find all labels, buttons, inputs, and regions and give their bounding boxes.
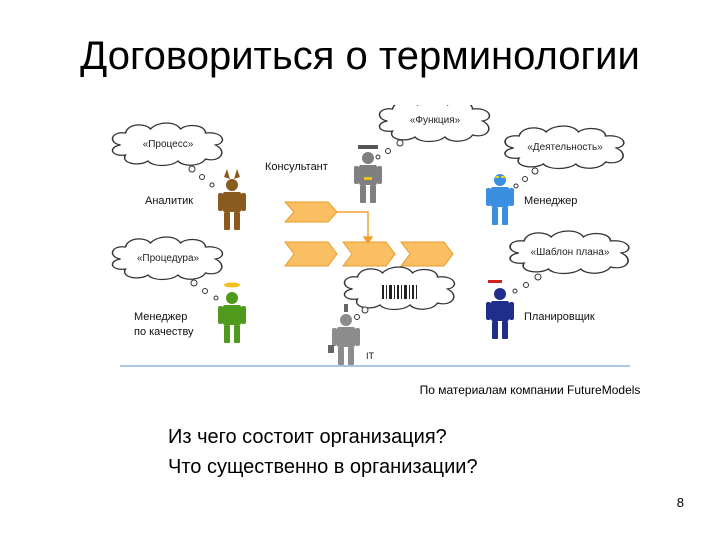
- role-quality-manager: Менеджер по качеству: [134, 311, 194, 339]
- slide-title: Договориться о терминологии: [80, 34, 640, 78]
- role-it: IT: [366, 351, 374, 361]
- person-analyst: [218, 169, 246, 230]
- diagram-graphics: [111, 105, 630, 367]
- chevron-1: [284, 241, 338, 267]
- cloud-function-label: «Функция»: [409, 115, 461, 126]
- person-it: [328, 304, 360, 365]
- page-number: 8: [676, 495, 684, 510]
- chevron-3: [400, 241, 454, 267]
- cloud-activity-label: «Деятельность»: [527, 142, 603, 153]
- chevron-connector: [337, 211, 374, 245]
- cloud-process: [111, 122, 224, 188]
- questions-block: Из чего состоит организация? Что существ…: [168, 422, 478, 482]
- chevron-top: [283, 201, 338, 223]
- cloud-barcode: [343, 266, 456, 320]
- role-manager: Менеджер: [524, 195, 578, 207]
- question-2: Что существенно в организации?: [168, 456, 478, 478]
- person-quality-manager: [218, 282, 246, 343]
- person-planner: [486, 280, 514, 339]
- person-manager: [486, 174, 514, 225]
- role-analyst: Аналитик: [145, 195, 194, 207]
- role-quality-manager-line1: Менеджер: [134, 311, 188, 323]
- role-consultant: Консультант: [265, 161, 328, 173]
- cloud-template-label: «Шаблон плана»: [530, 247, 610, 258]
- role-quality-manager-line2: по качеству: [134, 326, 194, 338]
- cloud-function: [375, 105, 491, 160]
- source-caption: По материалам компании FutureModels: [419, 383, 641, 397]
- cloud-activity: [504, 125, 625, 189]
- terminology-diagram: «Функция» «Процесс» «Деятельность» «Проц…: [110, 105, 640, 370]
- cloud-procedure: [111, 236, 224, 301]
- cloud-template: [509, 230, 630, 294]
- person-consultant: [354, 145, 382, 203]
- role-planner: Планировщик: [524, 311, 595, 323]
- cloud-procedure-label: «Процедура»: [136, 253, 200, 264]
- cloud-process-label: «Процесс»: [142, 139, 194, 150]
- question-1: Из чего состоит организация?: [168, 426, 447, 448]
- process-chevrons: [283, 201, 454, 267]
- chevron-2: [342, 241, 396, 267]
